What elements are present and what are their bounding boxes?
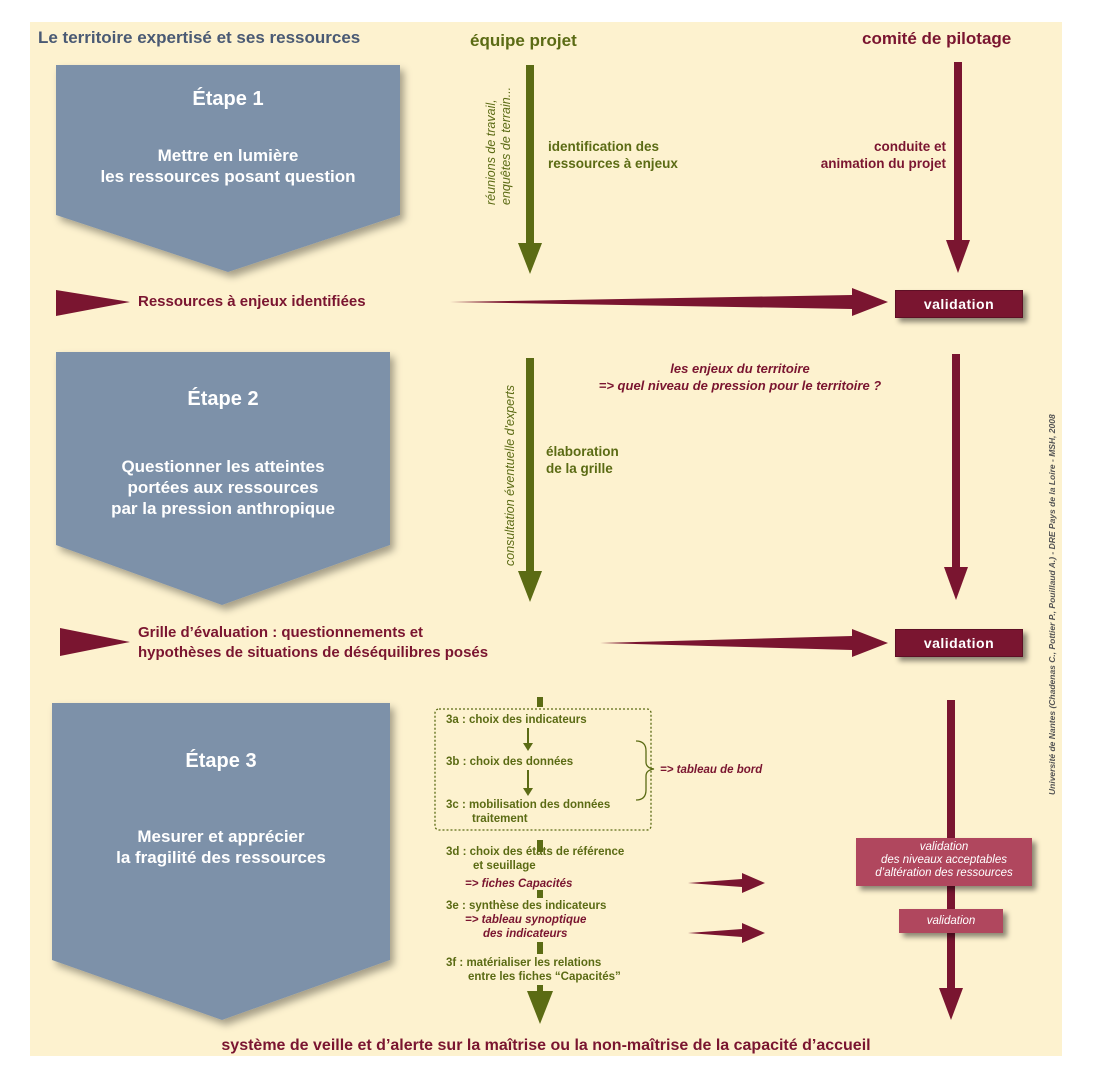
- issues-line: => quel niveau de pression pour le terri…: [598, 378, 882, 393]
- result-line: Grille d’évaluation : questionnements et: [138, 624, 424, 641]
- validation-levels-line: d’altération des ressources: [875, 867, 1013, 879]
- project-line: ressources à enjeux: [548, 156, 678, 171]
- project-arrow-3: [523, 697, 553, 1024]
- step3-desc-line: la fragilité des ressources: [116, 848, 326, 867]
- validation-levels-line: des niveaux acceptables: [881, 854, 1007, 866]
- validation-box-3: validation: [899, 909, 1003, 933]
- substep-3b: 3b : choix des données: [446, 756, 574, 768]
- result-line: hypothèses de situations de déséquilibre…: [138, 644, 489, 661]
- step1-committee-text: conduite et animation du projet: [800, 138, 946, 172]
- step1-result: Ressources à enjeux identifiées: [138, 293, 366, 310]
- substep-3e: 3e : synthèse des indicateurs: [446, 900, 607, 912]
- validation-levels-box: validation des niveaux acceptables d’alt…: [856, 838, 1032, 886]
- step3-desc-line: Mesurer et apprécier: [137, 827, 305, 846]
- synoptic-line: => tableau synoptique: [465, 914, 587, 926]
- validation-levels-line: validation: [919, 841, 969, 853]
- substep-3d: 3d : choix des états de référence et seu…: [446, 845, 624, 873]
- step2-territory-issues: les enjeux du territoire => quel niveau …: [545, 360, 935, 394]
- footer-alert-system: système de veille et d’alerte sur la maî…: [221, 1037, 871, 1054]
- step3-title: Étape 3: [185, 750, 257, 772]
- vertical-line: réunions de travail,: [484, 99, 498, 205]
- step2-desc-line: Questionner les atteintes: [121, 457, 325, 476]
- synoptic-table-label: => tableau synoptique des indicateurs: [465, 913, 586, 941]
- step3-box: [52, 703, 390, 1020]
- dashboard-label: => tableau de bord: [660, 764, 763, 776]
- substep-line: entre les fiches “Capacités”: [468, 971, 621, 983]
- result-pointer-2: [60, 628, 130, 656]
- step2-box: [56, 352, 390, 605]
- header-steering-committee: comité de pilotage: [862, 29, 1012, 48]
- substep-line: et seuillage: [473, 860, 536, 872]
- synoptic-line: des indicateurs: [483, 928, 568, 940]
- dashboard-group-box: [434, 708, 652, 831]
- committee-arrow-2: [944, 354, 968, 600]
- project-line: identification des: [548, 139, 660, 154]
- validation-box-2: validation: [895, 629, 1023, 657]
- fiches-arrow: [688, 873, 765, 893]
- substep-3f: 3f : matérialiser les relations entre le…: [446, 956, 621, 984]
- step1-description: Mettre en lumière les ressources posant …: [56, 145, 400, 187]
- credit-note: Université de Nantes (Chadenas C., Potti…: [1047, 414, 1057, 795]
- result-pointer-1: [56, 290, 130, 316]
- step2-description: Questionner les atteintes portées aux re…: [56, 456, 390, 519]
- validation-arrow-1: [450, 288, 888, 316]
- substep-line: traitement: [472, 813, 528, 825]
- issues-line: les enjeux du territoire: [670, 361, 810, 376]
- substep-3c: 3c : mobilisation des données traitement: [446, 798, 610, 826]
- step1-desc-line: Mettre en lumière: [157, 146, 299, 165]
- step1-box: [56, 65, 400, 272]
- step2-result: Grille d’évaluation : questionnements et…: [138, 623, 488, 663]
- committee-line: animation du projet: [820, 156, 946, 171]
- committee-line: conduite et: [873, 139, 946, 154]
- step3-description: Mesurer et apprécier la fragilité des re…: [52, 826, 390, 868]
- step1-title: Étape 1: [192, 88, 264, 110]
- synoptique-arrow: [688, 923, 765, 943]
- step2-desc-line: par la pression anthropique: [111, 499, 335, 518]
- vertical-line: enquêtes de terrain...: [499, 86, 513, 205]
- substep-line: 3c : mobilisation des données: [446, 799, 611, 811]
- substep-line: 3f : matérialiser les relations: [446, 957, 602, 969]
- validation-arrow-2: [600, 629, 888, 657]
- fiches-capacites-label: => fiches Capacités: [465, 878, 573, 890]
- validation-box-1: validation: [895, 290, 1023, 318]
- step1-project-text: identification des ressources à enjeux: [548, 138, 678, 172]
- substep-line: 3d : choix des états de référence: [446, 846, 625, 858]
- step2-project-text: élaboration de la grille: [546, 443, 619, 477]
- step2-title: Étape 2: [187, 388, 259, 410]
- step2-vertical-note: consultation éventuelle d'experts: [503, 385, 517, 566]
- project-line: élaboration: [546, 444, 619, 459]
- header-territory: Le territoire expertisé et ses ressource…: [38, 28, 361, 47]
- project-arrow-1: [518, 65, 542, 274]
- step1-desc-line: les ressources posant question: [100, 167, 356, 186]
- committee-arrow-1: [946, 62, 970, 273]
- step1-vertical-note: réunions de travail, enquêtes de terrain…: [484, 87, 514, 205]
- project-arrow-2: [518, 358, 542, 602]
- substep-3a: 3a : choix des indicateurs: [446, 714, 587, 726]
- step2-desc-line: portées aux ressources: [127, 478, 319, 497]
- header-project-team: équipe projet: [470, 31, 577, 50]
- project-line: de la grille: [546, 461, 613, 476]
- dashboard-brace: [635, 740, 655, 801]
